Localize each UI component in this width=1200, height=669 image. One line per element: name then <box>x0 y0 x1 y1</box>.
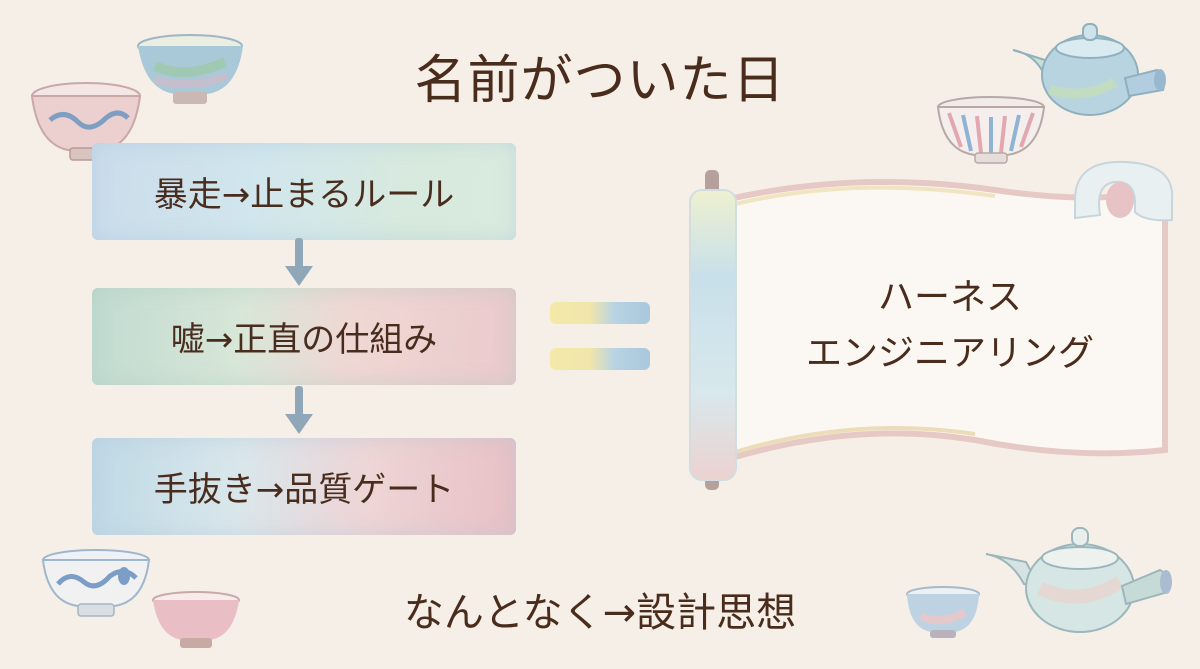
arrow-down-icon <box>285 386 313 434</box>
equals-bar-top <box>550 302 650 324</box>
flow-step-3: 手抜き→品質ゲート <box>92 438 516 535</box>
page-title: 名前がついた日 <box>414 51 786 111</box>
arrow-down-icon <box>285 238 313 286</box>
flow-step-1-label: 暴走→止まるルール <box>153 175 455 215</box>
scroll-text-line1: ハーネス <box>877 277 1022 318</box>
scroll-text: ハーネス エンジニアリング <box>740 270 1160 382</box>
flow-step-2: 嘘→正直の仕組み <box>92 288 516 385</box>
scroll-text-line2: エンジニアリング <box>805 333 1094 374</box>
flow-step-2-label: 嘘→正直の仕組み <box>170 320 438 360</box>
footer-text: なんとなく→設計思想 <box>403 590 797 636</box>
equals-sign-icon <box>550 302 650 370</box>
equals-bar-bottom <box>550 348 650 370</box>
flow-step-3-label: 手抜き→品質ゲート <box>153 470 455 510</box>
flow-step-1: 暴走→止まるルール <box>92 143 516 240</box>
